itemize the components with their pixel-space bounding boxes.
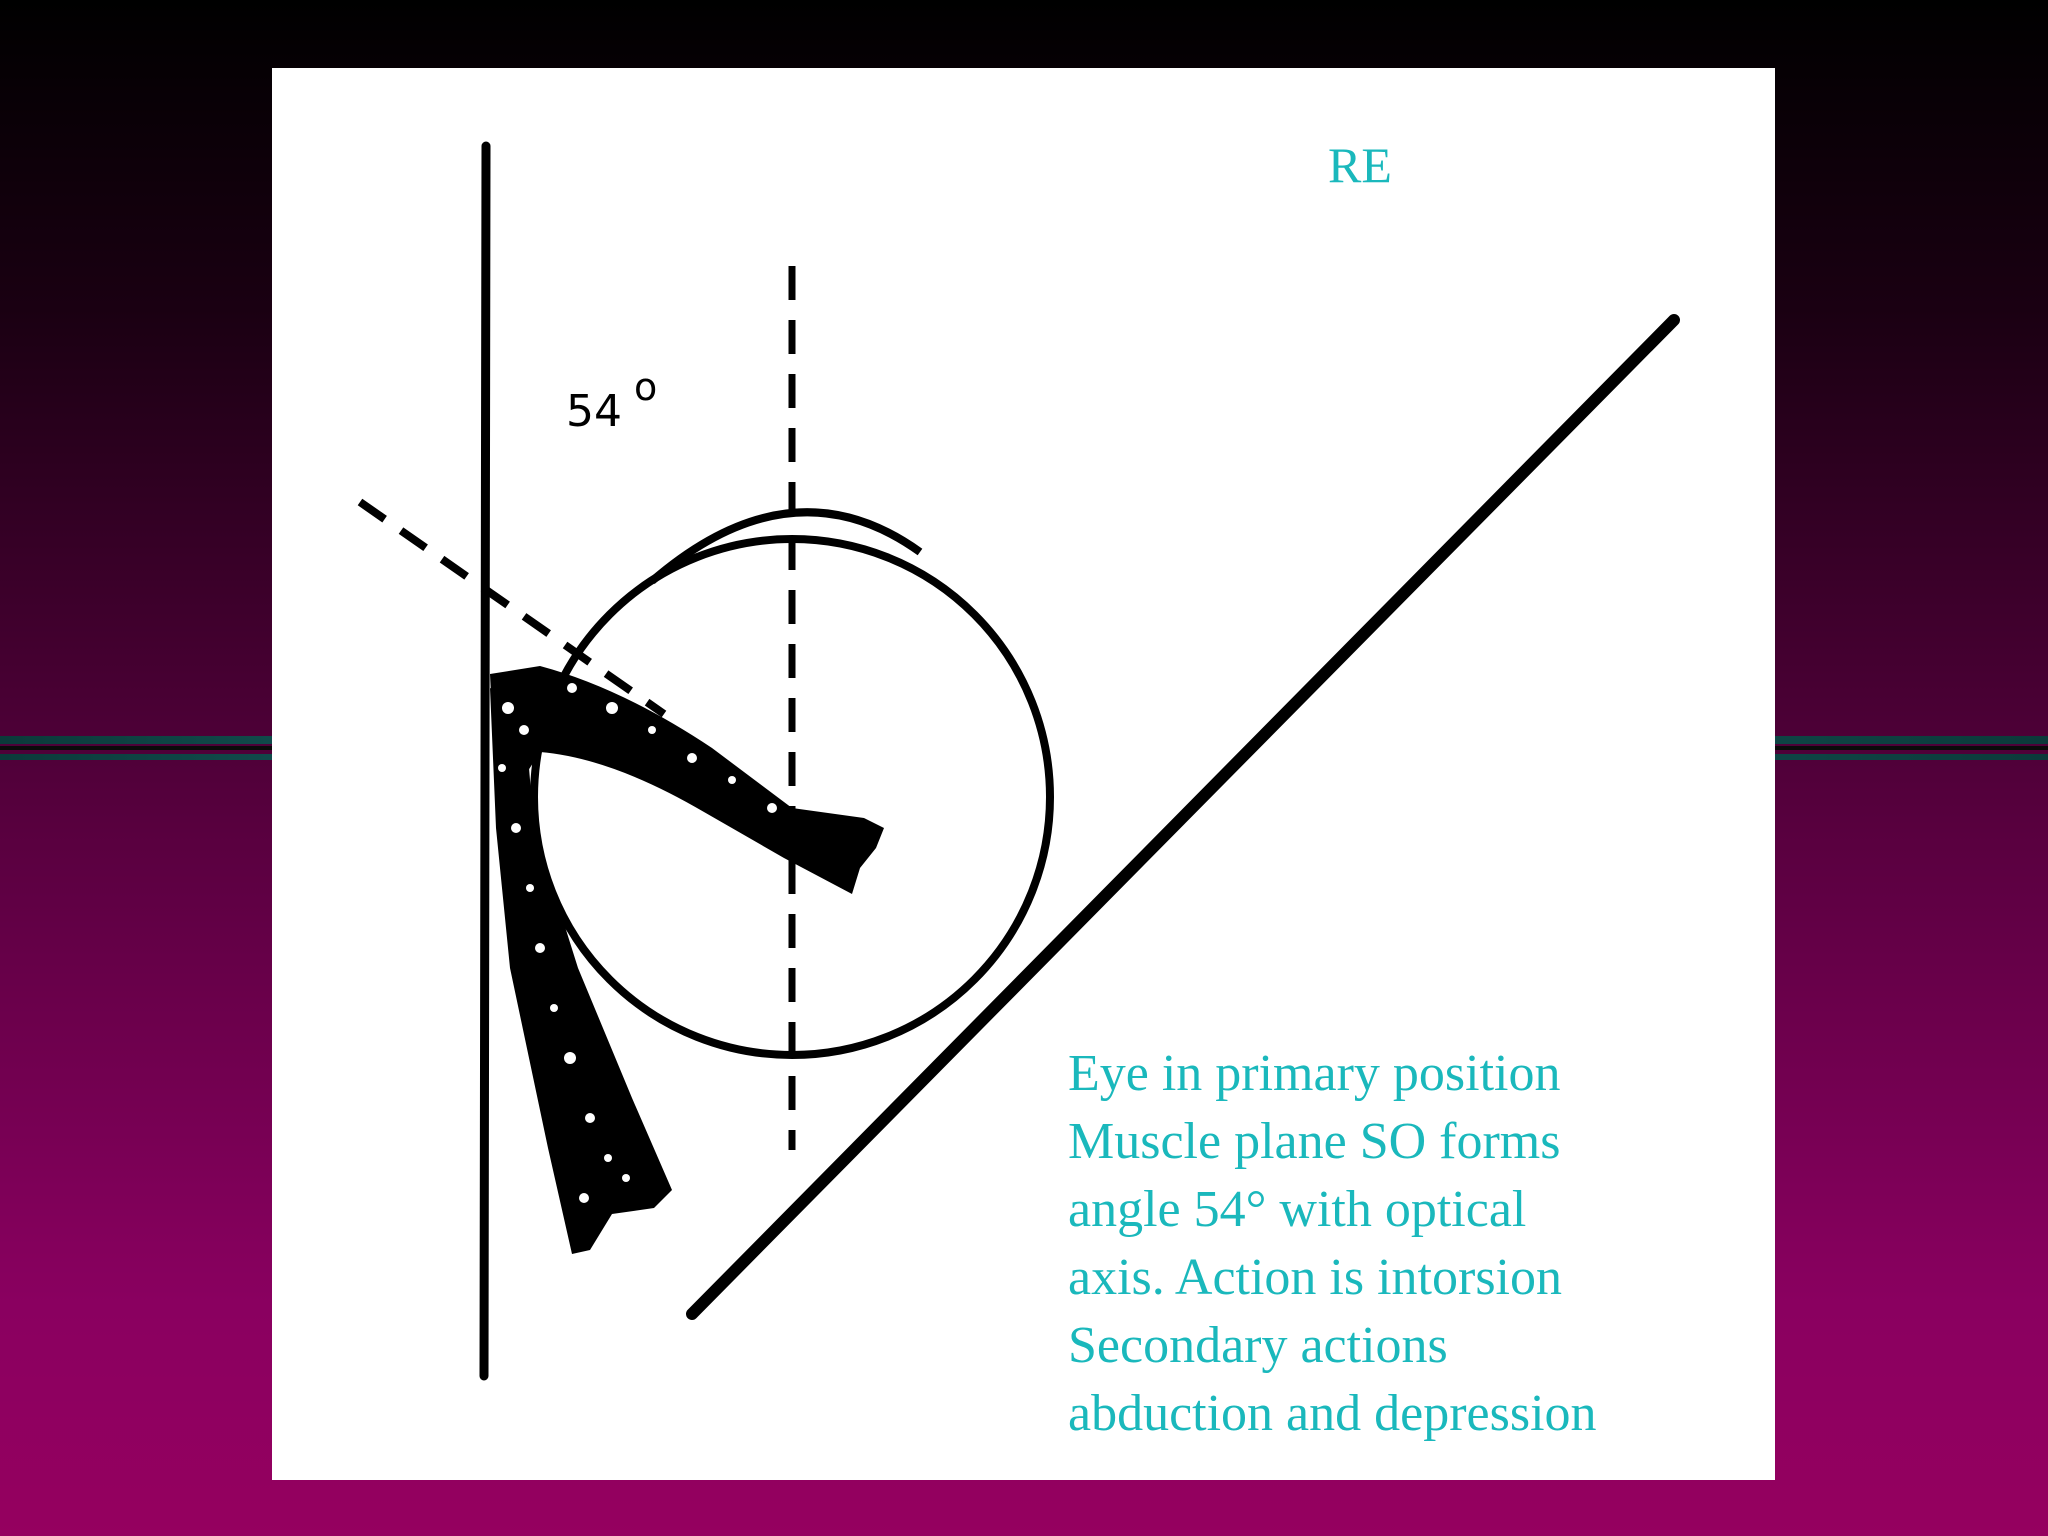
right-eye-label: RE — [1328, 137, 1392, 193]
caption-line: abduction and depression — [1068, 1385, 1597, 1442]
muscle-plane-dashed-line — [357, 498, 667, 718]
diagonal-line — [686, 314, 1680, 1320]
superior-oblique-diagram: 54 o — [357, 141, 1680, 1381]
caption-line: Muscle plane SO forms — [1068, 1113, 1561, 1170]
caption: Eye in primary position Muscle plane SO … — [1068, 1040, 1748, 1448]
degree-mark: o — [634, 365, 657, 409]
caption-line: axis. Action is intorsion — [1068, 1249, 1562, 1306]
caption-line: Secondary actions — [1068, 1317, 1448, 1374]
angle-label: 54 — [566, 386, 622, 437]
superior-oblique-tendon — [490, 666, 884, 894]
diagram-panel: 54 o RE Eye in primary position Muscle p… — [272, 68, 1775, 1480]
superior-oblique-muscle-belly — [490, 688, 672, 1254]
muscle-texture — [498, 683, 777, 1203]
caption-line: Eye in primary position — [1068, 1045, 1561, 1102]
eyeball-circle — [530, 535, 1054, 1059]
vertical-reference-line — [479, 141, 491, 1381]
cornea-arc — [649, 508, 923, 585]
caption-line: angle 54° with optical — [1068, 1181, 1527, 1238]
